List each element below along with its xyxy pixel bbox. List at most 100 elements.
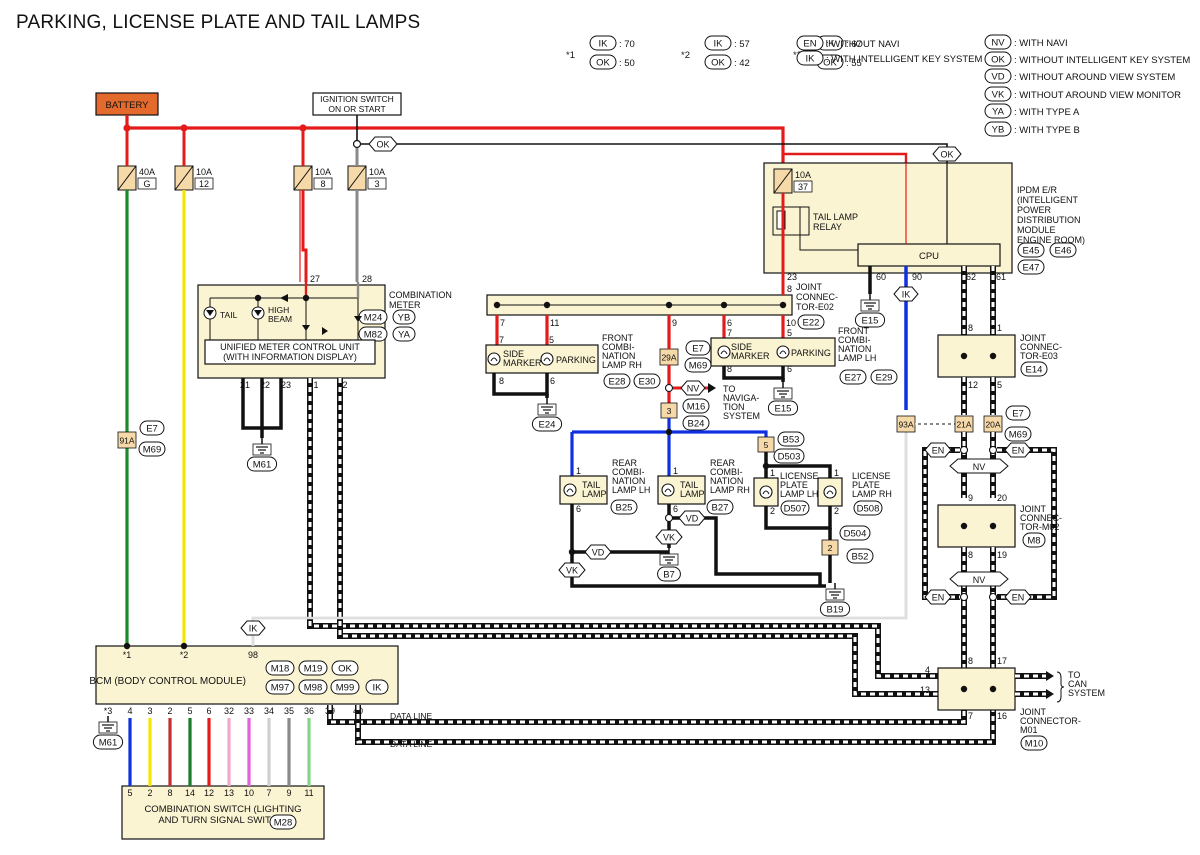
bcm-ik-wire-core <box>252 424 907 646</box>
ipdm-title: (INTELLIGENT <box>1017 195 1079 205</box>
rear-rh-title: NATION <box>710 476 743 486</box>
star-ok: OK <box>823 58 837 69</box>
vd-tag-2: VD <box>686 514 699 524</box>
ok-tag-ignition-tag <box>368 136 398 152</box>
m16-id: M16 <box>687 402 705 413</box>
front-lh-ground-wire <box>722 366 785 380</box>
front-rh-ground-wire <box>492 373 549 396</box>
rear-rh-title: LAMP RH <box>710 485 750 495</box>
bcm-pin-star2: *2 <box>180 650 189 660</box>
joint-connector-m01-box <box>937 667 1016 711</box>
b52-d504: D504 <box>844 529 867 540</box>
tail-lamp-relay-label: RELAY <box>813 222 842 232</box>
ok-tag-ipdm: OK <box>940 150 953 160</box>
license-lh-title: PLATE <box>780 480 808 490</box>
en-tag-4-tag <box>1004 589 1032 605</box>
star-note-mark: *1 <box>566 50 575 61</box>
data-line-1-inner <box>328 705 966 724</box>
front-lh-title: LAMP LH <box>838 353 876 363</box>
inline-91a <box>117 431 137 449</box>
meter-red-wire <box>301 190 308 282</box>
inline-m69-id: M69 <box>1009 430 1027 441</box>
joint-e03-id-tag <box>1020 361 1048 377</box>
combination-meter-title: METER <box>389 300 421 310</box>
bcm-conn-m98: M98 <box>304 683 322 694</box>
e02-junction <box>665 301 673 309</box>
rear-lh-title: REAR <box>612 458 638 468</box>
bcm-pin-98: 98 <box>248 650 258 660</box>
joint-e03-title: CONNEC- <box>1020 342 1062 352</box>
fuse-10a-12-slash <box>174 165 194 191</box>
license-lh-title: LICENSE <box>780 471 819 481</box>
ipdm-conn-e45-tag <box>1017 242 1045 258</box>
can-brace-icon <box>1056 671 1065 703</box>
m02-pin-8: 8 <box>968 550 973 560</box>
e02-junction <box>720 301 728 309</box>
license-rh-pin-1: 1 <box>834 468 839 478</box>
front-rh-pin-8: 8 <box>499 376 504 386</box>
rear-lh-id-tag <box>610 499 638 515</box>
blue-bus <box>572 430 768 437</box>
parking-lh-icon-filament <box>779 350 787 355</box>
legend-text: : WITHOUT AROUND VIEW MONITOR <box>1014 90 1181 101</box>
b52-id: B52 <box>852 552 869 563</box>
front-lh-title: NATION <box>838 344 871 354</box>
meter-high-beam-label: BEAM <box>268 314 292 324</box>
meter-conn-m24: M24 <box>364 313 382 324</box>
en-tag-4: EN <box>1012 593 1025 603</box>
joint-e03-title: TOR-E03 <box>1020 351 1058 361</box>
front-lh-title: COMBI- <box>838 335 871 345</box>
fuse-10a-12-idbox <box>194 177 214 190</box>
ipdm-title: POWER <box>1017 205 1052 215</box>
en-tag-1: EN <box>932 446 945 456</box>
rear-rh-pin-1: 1 <box>673 466 678 476</box>
en-node <box>988 592 998 602</box>
license-rh-pin-2: 2 <box>834 506 839 516</box>
data-line-label-1: DATA LINE <box>390 711 433 721</box>
front-rh-conn-e30: E30 <box>639 377 656 388</box>
b53-id: B53 <box>783 435 800 446</box>
unified-meter-unit-box <box>204 339 376 365</box>
combination-switch-id-tag <box>269 814 297 830</box>
star-ik: IK <box>714 39 724 50</box>
star-note-mark: *2 <box>681 50 690 61</box>
nv-tag-nav-tag <box>680 380 706 396</box>
m01-junction <box>960 685 968 693</box>
combination-switch-id: M28 <box>274 818 292 829</box>
ipdm-pin-60: 60 <box>876 272 886 282</box>
nav-arrow-icon <box>708 383 716 393</box>
bcm-bottom-pin: 6 <box>206 706 211 716</box>
legend-nv-tag <box>984 34 1012 50</box>
nv-label-1: NV <box>973 462 986 472</box>
ipdm-conn-e47: E47 <box>1023 263 1040 274</box>
vk-tag-1-tag <box>655 529 683 545</box>
license-lh-id-tag <box>780 500 810 516</box>
vd-tag-1-tag <box>584 544 612 560</box>
bcm-bottom-pin: 2 <box>167 706 172 716</box>
bcm-conn-m19: M19 <box>304 664 322 675</box>
ik-tag-bcm: IK <box>249 624 258 634</box>
inline-91a-e7-tag <box>139 420 165 436</box>
parking-rh-icon-filament <box>543 357 551 362</box>
fuse-10a-8-id: 8 <box>320 179 325 189</box>
parking-rh-icon <box>540 352 554 366</box>
fuse-10a-8-amp: 10A <box>315 167 331 177</box>
ipdm-conn-e47-tag <box>1017 259 1045 275</box>
bcm-conn-m19-tag <box>298 660 328 676</box>
b53-pin: 5 <box>764 440 769 450</box>
legend-en: EN <box>803 39 816 50</box>
rear-rh-title: REAR <box>710 458 736 468</box>
star-ok-value: : 50 <box>619 58 635 69</box>
rear-tail-lh-icon <box>563 483 577 497</box>
inline-91a-e7: E7 <box>146 424 158 435</box>
star-ok-value: : 42 <box>734 58 750 69</box>
ignition-node <box>352 139 362 149</box>
inline-e7-id-tag <box>1005 405 1031 421</box>
joint-e02-title: JOINT <box>796 282 823 292</box>
meter-pin-1: 1 <box>313 380 318 390</box>
m16-pin: 3 <box>667 406 672 416</box>
license-lamp-rh-box <box>817 477 843 507</box>
b52-id-tag <box>846 548 874 564</box>
rear-tail-rh-icon <box>661 483 675 497</box>
legend-text: : WITH TYPE B <box>1014 125 1080 136</box>
